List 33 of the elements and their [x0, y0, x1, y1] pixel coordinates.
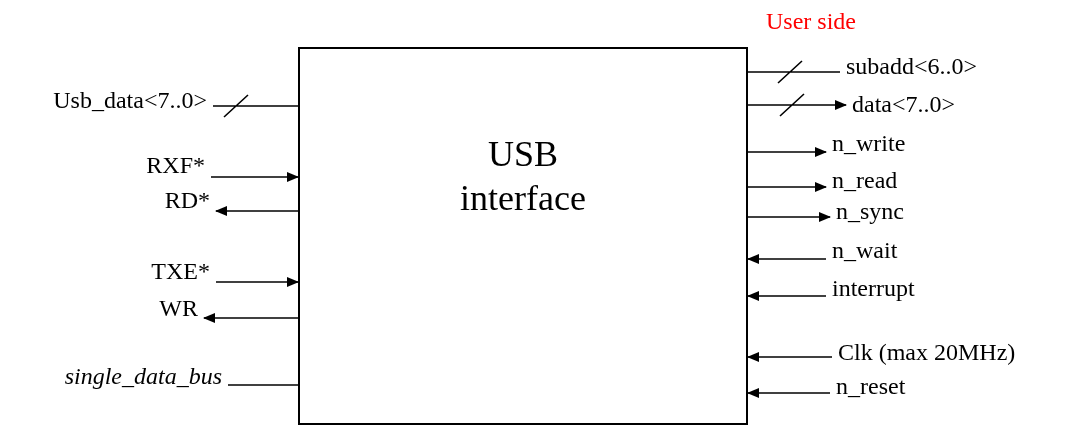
signal-name: RD*: [164, 185, 210, 215]
bus-line: [227, 384, 299, 386]
bus-line: [212, 94, 299, 118]
signal-name: n_reset: [836, 371, 906, 401]
arrow: [210, 172, 299, 182]
arrow: [747, 147, 827, 157]
arrow: [747, 388, 831, 398]
interface-box: [298, 47, 748, 425]
signal-name: Clk (max 20MHz): [838, 337, 1016, 367]
arrow: [215, 277, 299, 287]
signal-name: n_write: [832, 128, 906, 158]
arrow: [747, 212, 831, 222]
signal-name: Usb_data<7..0>: [53, 85, 207, 115]
signal-name: n_wait: [832, 235, 898, 265]
signal-name: n_sync: [836, 196, 904, 226]
signal-name: WR: [159, 293, 198, 323]
signal-name: TXE*: [151, 256, 210, 286]
arrow: [747, 291, 827, 301]
arrow: [215, 206, 299, 216]
bus-line: [747, 60, 841, 84]
arrow: [747, 182, 827, 192]
signal-name: RXF*: [146, 150, 205, 180]
signal-name: interrupt: [832, 273, 915, 303]
side-heading: User side: [766, 7, 856, 36]
arrow: [747, 254, 827, 264]
arrow: [747, 93, 847, 117]
signal-name: data<7..0>: [852, 89, 956, 119]
arrow: [747, 352, 833, 362]
arrow: [203, 313, 299, 323]
signal-name: n_read: [832, 165, 898, 195]
signal-name: subadd<6..0>: [846, 51, 978, 81]
signal-name: single_data_bus: [64, 361, 222, 391]
block-title: USB interface: [459, 133, 587, 220]
